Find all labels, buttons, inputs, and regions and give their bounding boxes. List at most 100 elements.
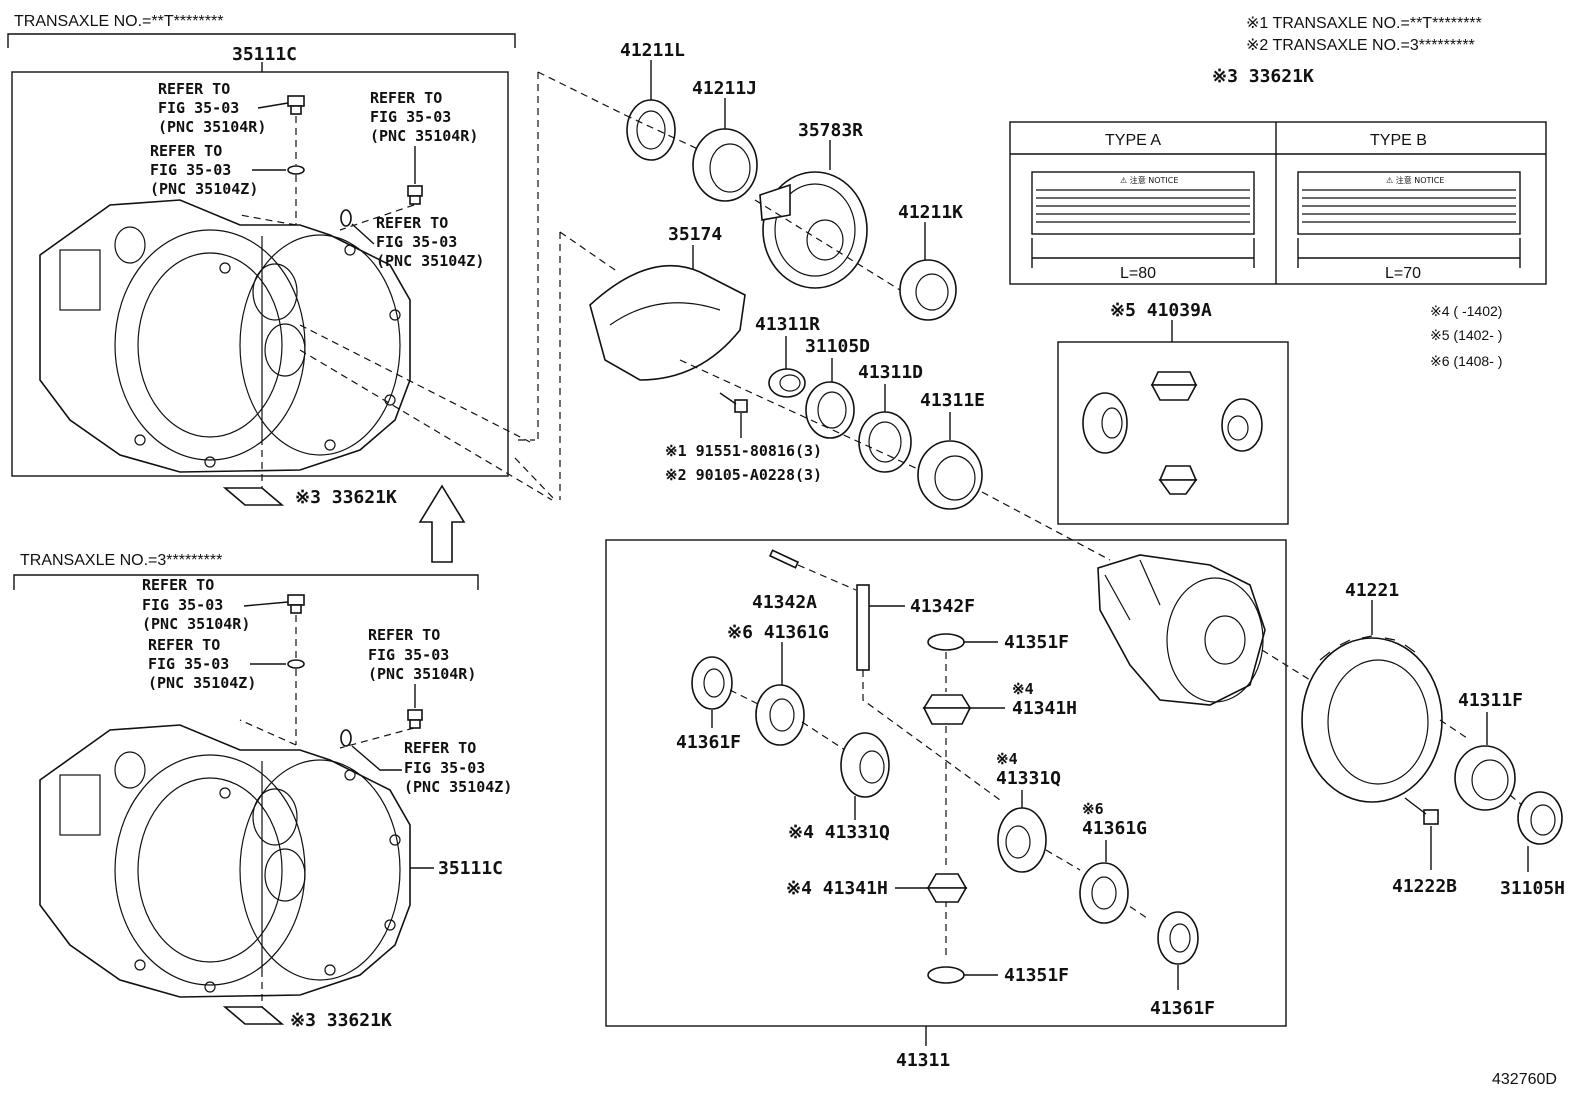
seal-41211L (626, 99, 676, 161)
label-41311R: 41311R (755, 314, 820, 335)
thrust-plate-41361F (691, 656, 733, 710)
length-b: L=70 (1385, 265, 1421, 282)
side-gear-41331Q (997, 807, 1047, 873)
svg-text:FIG 35-03: FIG 35-03 (142, 596, 223, 614)
drive-gear-35783R (759, 171, 868, 289)
ring-gear-41221 (1301, 635, 1443, 803)
mark-41361G-b: ※6 (1082, 800, 1104, 818)
washer-icon (287, 659, 305, 669)
top-housing-box (11, 71, 509, 477)
transaxle-housing-bottom (39, 724, 411, 998)
label-type-table: TYPE A TYPE B ⚠ 注意 NOTICE L=80 ⚠ 注意 NOTI… (1009, 121, 1547, 285)
label-33621K-b: ※3 33621K (290, 1010, 392, 1031)
label-sticker-icon (222, 487, 285, 506)
refer-r6: REFER TO FIG 35-03 (PNC 35104Z) (148, 636, 256, 692)
washer-icon (287, 165, 305, 175)
svg-text:FIG 35-03: FIG 35-03 (370, 108, 451, 126)
label-41341H-a: 41341H (1012, 698, 1077, 719)
svg-text:FIG 35-03: FIG 35-03 (368, 646, 449, 664)
side-gear-41331Q (840, 732, 890, 798)
label-41311: 41311 (896, 1050, 950, 1071)
svg-text:REFER TO: REFER TO (158, 80, 230, 98)
svg-text:REFER TO: REFER TO (370, 89, 442, 107)
transaxle-housing-top (39, 199, 411, 473)
label-35111C-top: 35111C (232, 44, 297, 65)
svg-text:FIG 35-03: FIG 35-03 (158, 99, 239, 117)
svg-text:REFER TO: REFER TO (142, 576, 214, 594)
length-a: L=80 (1120, 265, 1156, 282)
bolt-icon (719, 392, 748, 413)
gasket-icon (340, 729, 352, 747)
refer-r7: REFER TO FIG 35-03 (PNC 35104R) (368, 626, 476, 683)
shaft-41342F (856, 584, 870, 671)
label-41361F-b: 41361F (1150, 998, 1215, 1019)
label-41222B: 41222B (1392, 876, 1457, 897)
label-41361G-b: 41361G (1082, 818, 1147, 839)
label-41039A: ※5 41039A (1110, 300, 1212, 321)
thrust-plate-41361F (1157, 911, 1199, 965)
bearing-41311F (1454, 745, 1516, 811)
svg-text:REFER TO: REFER TO (148, 636, 220, 654)
notice-label-b (1297, 171, 1521, 235)
svg-text:⚠ 注意 NOTICE: ⚠ 注意 NOTICE (1120, 175, 1178, 185)
type-b-header: TYPE B (1370, 132, 1427, 149)
pin-41342A (768, 549, 800, 569)
svg-text:FIG 35-03: FIG 35-03 (148, 655, 229, 673)
bottom-bracket (13, 574, 479, 590)
note-n4: ※4 ( -1402) (1430, 303, 1502, 319)
label-33621K-c: ※3 33621K (1212, 66, 1314, 87)
bearing-41211K (899, 259, 957, 321)
label-91551: ※1 91551-80816(3) (665, 442, 822, 460)
bolt-icon (1404, 797, 1439, 825)
thrust-washer-41361G (755, 684, 805, 746)
svg-text:(PNC 35104Z): (PNC 35104Z) (404, 778, 512, 796)
refer-r8: REFER TO FIG 35-03 (PNC 35104Z) (404, 739, 512, 796)
svg-text:FIG 35-03: FIG 35-03 (404, 759, 485, 777)
label-31105D: 31105D (805, 336, 870, 357)
oil-seal-31105H (1517, 791, 1563, 845)
mark-41341H-a: ※4 (1012, 680, 1034, 698)
bottom-transaxle-header: TRANSAXLE NO.=3********* (20, 552, 222, 569)
refer-r4: REFER TO FIG 35-03 (PNC 35104Z) (376, 214, 484, 270)
label-41211K: 41211K (898, 202, 963, 223)
plug-icon (407, 185, 423, 205)
label-31105H: 31105H (1500, 878, 1565, 899)
svg-text:FIG 35-03: FIG 35-03 (376, 233, 457, 251)
svg-text:(PNC 35104Z): (PNC 35104Z) (376, 252, 484, 270)
label-35174: 35174 (668, 224, 722, 245)
top-transaxle-header: TRANSAXLE NO.=**T******** (14, 13, 223, 30)
svg-text:REFER TO: REFER TO (376, 214, 448, 232)
svg-text:REFER TO: REFER TO (404, 739, 476, 757)
label-41361F-a: 41361F (676, 732, 741, 753)
refer-r3: REFER TO FIG 35-03 (PNC 35104R) (370, 89, 478, 145)
svg-text:(PNC 35104Z): (PNC 35104Z) (150, 180, 258, 198)
note-n6: ※6 (1408- ) (1430, 353, 1502, 369)
up-arrow-icon (418, 484, 466, 563)
label-41331Q-b: ※4 41331Q (788, 822, 890, 843)
differential-case (1097, 554, 1266, 706)
svg-text:(PNC 35104R): (PNC 35104R) (368, 665, 476, 683)
plug-icon (287, 594, 305, 614)
label-41341H-b: ※4 41341H (786, 878, 888, 899)
label-41311F: 41311F (1458, 690, 1523, 711)
label-41342F: 41342F (910, 596, 975, 617)
svg-text:(PNC 35104R): (PNC 35104R) (370, 127, 478, 145)
label-41331Q-a: 41331Q (996, 768, 1061, 789)
label-90105: ※2 90105-A0228(3) (665, 466, 822, 484)
label-41311D: 41311D (858, 362, 923, 383)
svg-text:REFER TO: REFER TO (368, 626, 440, 644)
svg-text:(PNC 35104R): (PNC 35104R) (158, 118, 266, 136)
oil-receiver-35174 (589, 265, 746, 381)
label-41351F-b: 41351F (1004, 965, 1069, 986)
mark-41331Q-a: ※4 (996, 750, 1018, 768)
label-33621K-a: ※3 33621K (295, 487, 397, 508)
diff-kit-box (605, 539, 1287, 1027)
label-41311E: 41311E (920, 390, 985, 411)
thrust-washer-41361G (1079, 862, 1129, 924)
label-35111C-bottom: 35111C (438, 858, 503, 879)
label-sticker-icon (222, 1006, 285, 1025)
svg-text:FIG 35-03: FIG 35-03 (150, 161, 231, 179)
svg-text:⚠ 注意 NOTICE: ⚠ 注意 NOTICE (1386, 175, 1444, 185)
